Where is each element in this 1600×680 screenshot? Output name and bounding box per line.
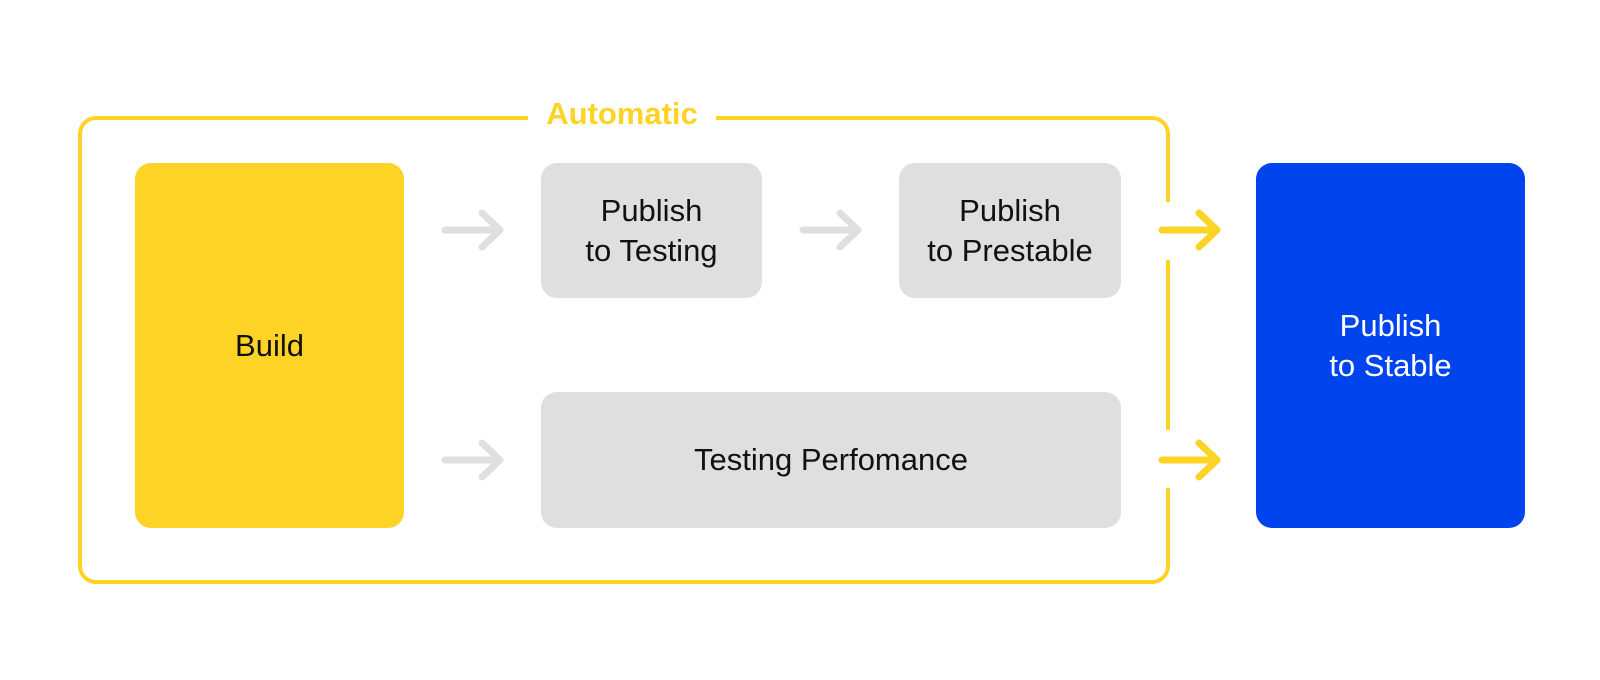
arrow-testing-to-prestable [799, 209, 862, 251]
testing-performance-node: Testing Perfomance [541, 392, 1121, 528]
publish-to-testing-node: Publish to Testing [541, 163, 762, 298]
automatic-group-label: Automatic [528, 92, 716, 136]
arrow-performance-to-stable [1158, 439, 1221, 481]
publish-to-prestable-node: Publish to Prestable [899, 163, 1121, 298]
publish-to-stable-node: Publish to Stable [1256, 163, 1525, 528]
build-node: Build [135, 163, 404, 528]
arrow-build-to-testing [441, 209, 504, 251]
arrow-build-to-performance [441, 439, 504, 481]
arrow-prestable-to-stable [1158, 209, 1221, 251]
